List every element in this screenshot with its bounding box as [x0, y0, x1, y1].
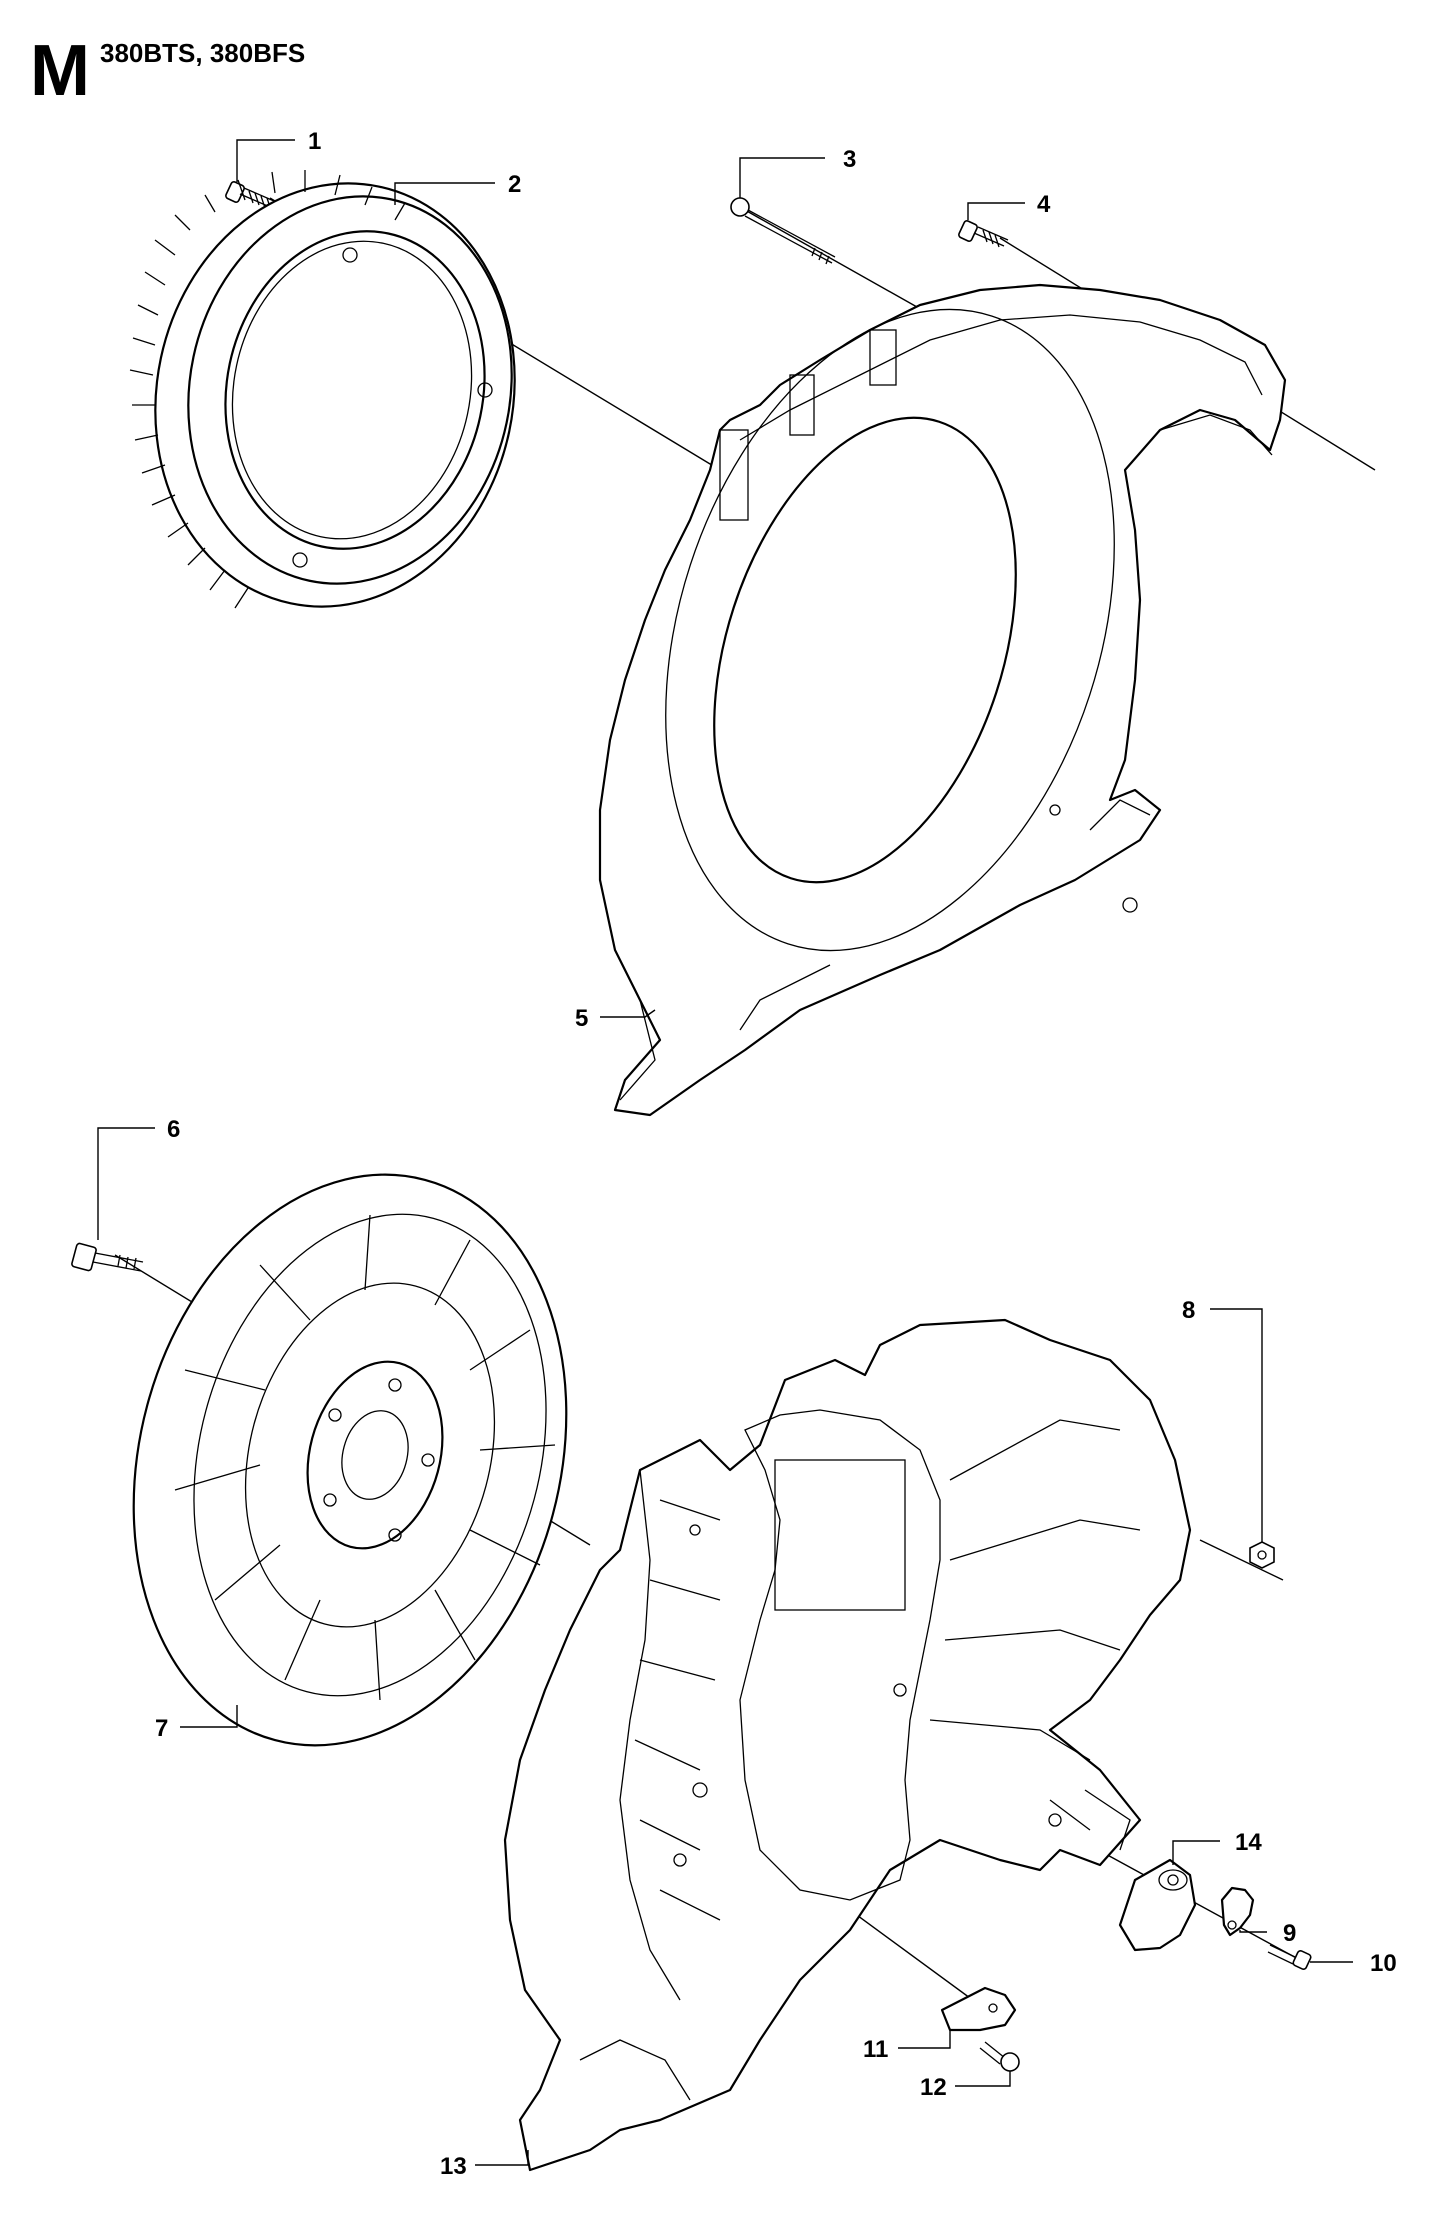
rear-housing-part-13 — [503, 1318, 1192, 2172]
blower-housing-part-5 — [598, 283, 1287, 1117]
section-letter: M — [30, 31, 90, 111]
callout-13: 13 — [440, 2150, 529, 2180]
cap-part-14 — [1118, 1858, 1197, 1952]
callout-label-11: 11 — [863, 2036, 888, 2063]
callout-label-10: 10 — [1370, 1950, 1397, 1977]
diagram-header: M 380BTS, 380BFS — [30, 31, 305, 111]
bolt-part-6 — [71, 1242, 144, 1272]
callout-8: 8 — [1182, 1297, 1263, 1542]
callout-label-5: 5 — [575, 1005, 588, 1032]
callout-11: 11 — [863, 2030, 951, 2063]
callout-9: 9 — [1239, 1920, 1296, 1947]
callout-label-13: 13 — [440, 2153, 467, 2180]
clamp-part-9 — [1220, 1886, 1255, 1937]
assembly-axis-8 — [1199, 1539, 1284, 1581]
callout-1: 1 — [236, 128, 321, 182]
callout-label-9: 9 — [1283, 1920, 1296, 1947]
callout-10: 10 — [1310, 1950, 1397, 1977]
screw-part-4 — [958, 220, 1009, 248]
impeller-part-7 — [132, 1173, 568, 1747]
assembly-axis-3 — [744, 209, 941, 321]
callout-5: 5 — [575, 1005, 656, 1032]
callout-label-7: 7 — [155, 1715, 168, 1742]
callout-label-3: 3 — [843, 146, 856, 173]
callout-6: 6 — [97, 1116, 180, 1240]
clamp-part-11 — [940, 1986, 1017, 2032]
callout-4: 4 — [967, 191, 1051, 220]
callout-label-1: 1 — [308, 128, 321, 155]
callout-label-6: 6 — [167, 1116, 180, 1143]
nut-part-8 — [1249, 1541, 1275, 1569]
model-list: 380BTS, 380BFS — [100, 38, 305, 68]
callout-label-12: 12 — [920, 2074, 947, 2101]
callout-label-14: 14 — [1235, 1829, 1262, 1856]
callout-label-8: 8 — [1182, 1297, 1195, 1324]
callout-7: 7 — [155, 1705, 238, 1742]
callout-label-4: 4 — [1037, 191, 1051, 218]
callout-label-2: 2 — [508, 171, 521, 198]
callout-14: 14 — [1172, 1829, 1262, 1865]
callout-2: 2 — [394, 171, 521, 205]
cooling-ring-part-2 — [129, 170, 516, 609]
long-bolt-part-3 — [730, 197, 836, 265]
callout-3: 3 — [739, 146, 856, 198]
screw-part-12 — [979, 2041, 1020, 2072]
screw-part-10 — [1267, 1944, 1312, 1971]
callout-12: 12 — [920, 2071, 1011, 2101]
